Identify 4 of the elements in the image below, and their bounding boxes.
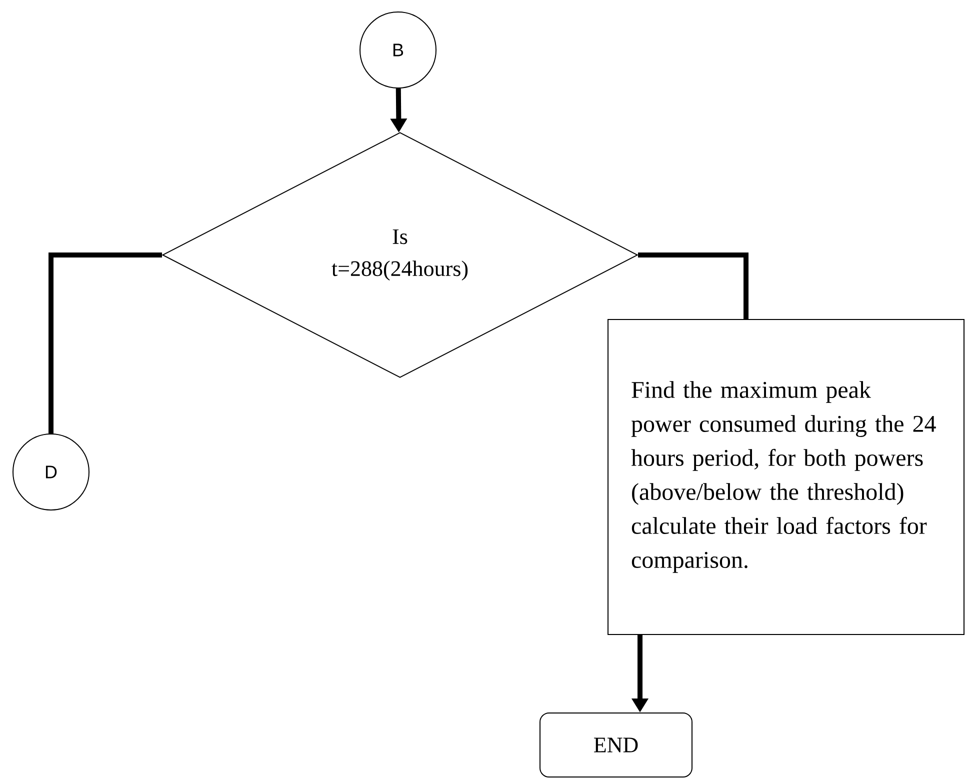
connector-line (638, 252, 748, 319)
connector-line (48, 252, 162, 434)
terminal-box: END (540, 712, 692, 778)
process-box: Find the maximum peak power consumed during the 24 hours period, for both powers (above/below the threshold) calculate their load factors for comparison. (608, 319, 964, 635)
